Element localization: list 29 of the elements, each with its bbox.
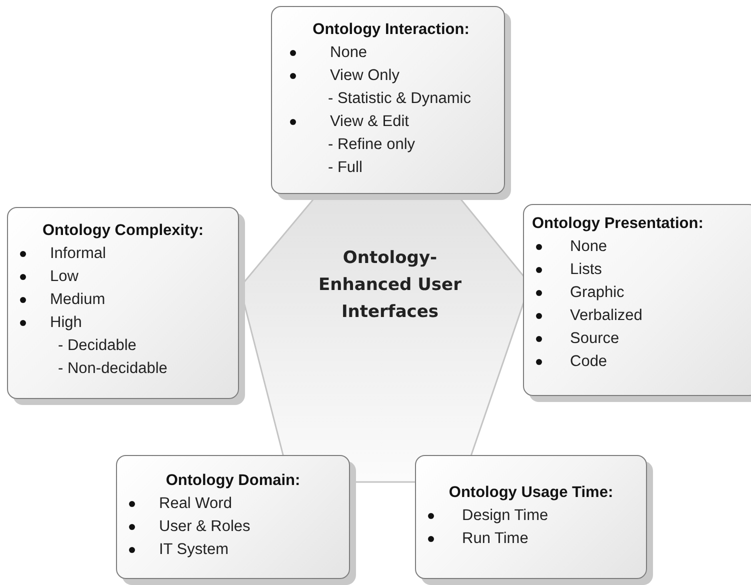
list-item: High [50,314,82,332]
list-item: Real Word [159,494,232,512]
list-item: - Decidable [58,336,136,354]
list-item: Informal [50,244,106,262]
list-item: - Refine only [328,136,416,154]
list-item: IT System [159,540,228,558]
list-item: View Only [330,66,400,84]
list-item: Source [570,330,620,348]
list-item: - Non-decidable [58,360,168,378]
list-item: Graphic [570,284,624,302]
list-item: Code [570,352,608,370]
list-item: Low [50,268,78,286]
box-heading: Ontology Complexity: [41,221,205,241]
list-item: - Statistic & Dynamic [328,90,471,108]
list-item: Run Time [462,530,528,548]
list-item: Medium [50,290,106,308]
list-item: None [330,44,368,62]
box-heading: Ontology Usage Time: [448,483,614,503]
box-heading: Ontology Domain: [164,471,302,491]
list-item: User & Roles [159,518,250,536]
list-item: View & Edit [330,112,409,130]
list-item: - Full [328,158,362,176]
list-item: None [570,238,608,256]
list-item: Lists [570,260,602,278]
center-label: Ontology-Enhanced User Interfaces [318,247,462,324]
list-item: Design Time [462,506,548,524]
box-heading: Ontology Interaction: [312,20,470,40]
box-heading: Ontology Presentation: [532,214,704,234]
list-item: Verbalized [570,306,642,324]
